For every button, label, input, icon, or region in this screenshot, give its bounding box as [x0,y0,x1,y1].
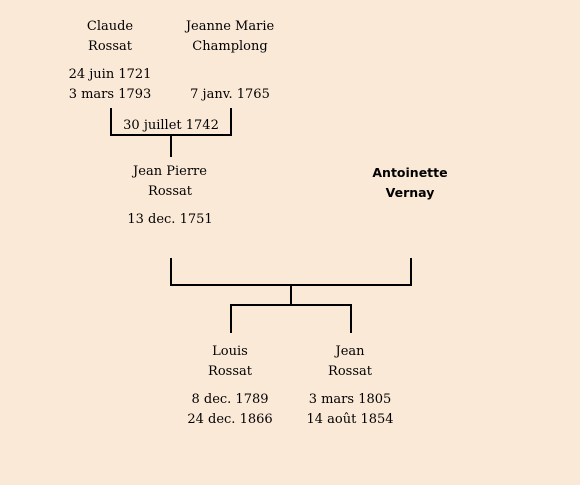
claude-first-name: Claude [86,19,134,34]
connector-line [110,108,112,136]
antoinette-last-name: Vernay [385,185,435,200]
claude-birth-date: 24 juin 1721 [68,67,152,82]
jeanne-first-name: Jeanne Marie [185,19,275,34]
louis-last-name: Rossat [208,364,252,379]
connector-line [230,108,232,136]
claude-last-name: Rossat [88,39,132,54]
connector-line [170,258,172,286]
connector-line [170,134,172,157]
marriage-date: 30 juillet 1742 [123,118,219,133]
jean-last-name: Rossat [328,364,372,379]
jean-pierre-last-name: Rossat [148,184,192,199]
antoinette-first-name: Antoinette [372,165,448,180]
jean-birth-date: 3 mars 1805 [308,392,392,407]
connector-line [290,284,292,305]
connector-line [350,304,352,333]
louis-death-date: 24 dec. 1866 [187,412,273,427]
louis-first-name: Louis [212,344,248,359]
connector-line [230,304,352,306]
jean-first-name: Jean [335,344,365,359]
louis-birth-date: 8 dec. 1789 [191,392,269,407]
jean-death-date: 14 août 1854 [306,412,394,427]
connector-line [410,258,412,286]
connector-line [230,304,232,333]
jean-pierre-birth-date: 13 dec. 1751 [127,212,213,227]
claude-death-date: 3 mars 1793 [68,87,152,102]
jean-pierre-first-name: Jean Pierre [133,164,207,179]
jeanne-last-name: Champlong [192,39,268,54]
jeanne-death-date: 7 janv. 1765 [190,87,270,102]
